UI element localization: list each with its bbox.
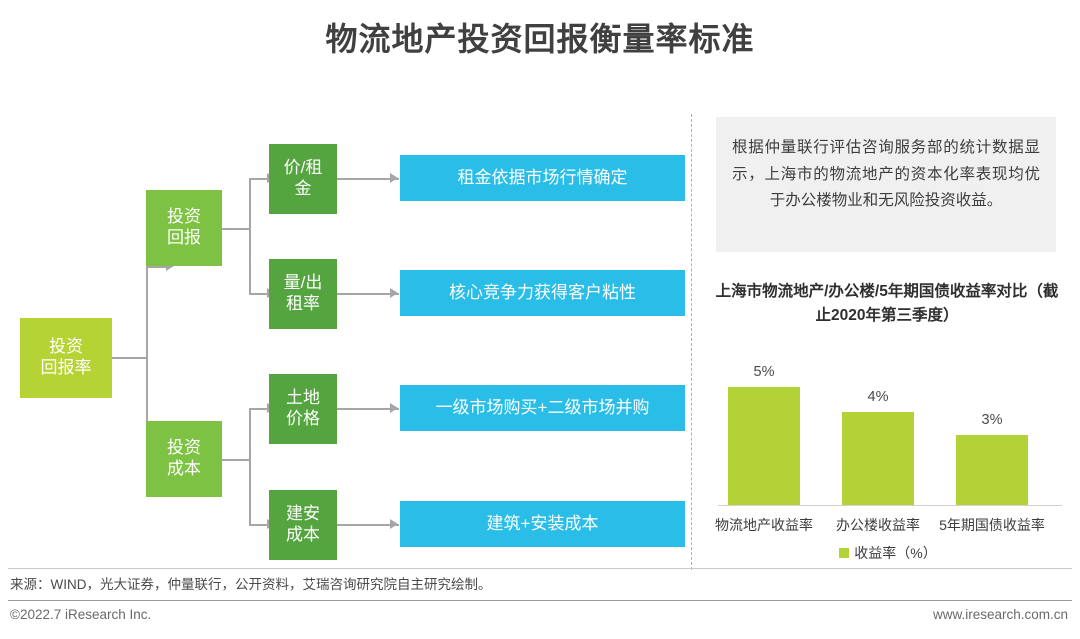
bar-value-3: 3% bbox=[981, 412, 1003, 428]
bar-category-3: 5年期国债收益率 bbox=[939, 517, 1045, 533]
flow-node-investment-cost[interactable]: 投资 成本 bbox=[146, 421, 222, 497]
bar-category-2: 办公楼收益率 bbox=[836, 517, 920, 533]
connector-lvl2a-split bbox=[249, 178, 251, 294]
copyright-text: ©2022.7 iResearch Inc. bbox=[10, 607, 152, 622]
connector-lvl2b-out bbox=[222, 459, 250, 461]
flow-node-price-rent-label: 价/租 金 bbox=[283, 158, 323, 198]
bar-value-2: 4% bbox=[867, 389, 889, 405]
flow-outcome-construction-cost-label: 建筑+安装成本 bbox=[486, 513, 599, 533]
flow-outcome-customer-stickiness-label: 核心竞争力获得客户粘性 bbox=[449, 282, 636, 302]
connector-build-to-outcome bbox=[337, 524, 399, 526]
connector-root-out bbox=[112, 357, 147, 359]
bar-chart: 5% 物流地产收益率 4% 办公楼收益率 3% 5年期国债收益率 收益率（%） bbox=[712, 340, 1064, 565]
note-text: 根据仲量联行评估咨询服务部的统计数据显示，上海市的物流地产的资本化率表现均优于办… bbox=[732, 139, 1040, 210]
flowchart: 投资 回报率 投资 回报 投资 成本 价/ bbox=[0, 100, 692, 570]
bar-2[interactable] bbox=[842, 412, 914, 505]
connector-lvl2b-to-land bbox=[249, 408, 269, 410]
flow-outcome-market-purchase[interactable]: 一级市场购买+二级市场并购 bbox=[400, 385, 685, 431]
arrow-to-lvl2-a bbox=[166, 261, 174, 271]
arrow-outcome-1 bbox=[390, 173, 398, 183]
connector-spine-vertical bbox=[146, 266, 148, 458]
bar-3[interactable] bbox=[956, 435, 1028, 505]
flow-node-land-price-label: 土地 价格 bbox=[286, 388, 320, 428]
flow-outcome-construction-cost[interactable]: 建筑+安装成本 bbox=[400, 501, 685, 547]
chart-baseline bbox=[718, 504, 1062, 506]
footer-divider-rule bbox=[8, 600, 1072, 602]
arrow-outcome-4 bbox=[390, 519, 398, 529]
flow-node-investment-return-label: 投资 回报 bbox=[167, 207, 201, 247]
connector-lvl2a-to-price bbox=[249, 178, 269, 180]
flow-outcome-rent-market-label: 租金依据市场行情确定 bbox=[457, 167, 628, 187]
right-panel: 根据仲量联行评估咨询服务部的统计数据显示，上海市的物流地产的资本化率表现均优于办… bbox=[700, 100, 1080, 570]
flow-node-volume-rate[interactable]: 量/出 租率 bbox=[269, 259, 337, 329]
chart-title: 上海市物流地产/办公楼/5年期国债收益率对比（截止2020年第三季度） bbox=[715, 283, 1059, 324]
flow-node-land-price[interactable]: 土地 价格 bbox=[269, 374, 337, 444]
flow-outcome-market-purchase-label: 一级市场购买+二级市场并购 bbox=[435, 397, 650, 417]
flow-node-build-cost-label: 建安 成本 bbox=[286, 504, 320, 544]
flow-node-root-label: 投资 回报率 bbox=[40, 337, 92, 377]
connector-price-to-outcome bbox=[337, 178, 399, 180]
connector-lvl2b-to-build bbox=[249, 524, 269, 526]
flow-node-build-cost[interactable]: 建安 成本 bbox=[269, 490, 337, 560]
arrow-outcome-3 bbox=[390, 403, 398, 413]
arrow-outcome-2 bbox=[390, 288, 398, 298]
legend-swatch-icon bbox=[839, 548, 850, 558]
connector-land-to-outcome bbox=[337, 408, 399, 410]
connector-lvl2b-split bbox=[249, 408, 251, 524]
connector-lvl2a-out bbox=[222, 228, 250, 230]
website-url: www.iresearch.com.cn bbox=[932, 607, 1068, 622]
source-note: 来源：WIND，光大证券，仲量联行，公开资料，艾瑞咨询研究院自主研究绘制。 bbox=[10, 577, 492, 592]
bar-value-1: 5% bbox=[753, 364, 775, 380]
connector-lvl2a-to-volume bbox=[249, 293, 269, 295]
flow-outcome-customer-stickiness[interactable]: 核心竞争力获得客户粘性 bbox=[400, 270, 685, 316]
flow-node-investment-return[interactable]: 投资 回报 bbox=[146, 190, 222, 266]
flow-node-root[interactable]: 投资 回报率 bbox=[20, 318, 112, 398]
page-title: 物流地产投资回报衡量率标准 bbox=[325, 21, 755, 57]
note-box: 根据仲量联行评估咨询服务部的统计数据显示，上海市的物流地产的资本化率表现均优于办… bbox=[716, 117, 1056, 252]
legend-label: 收益率（%） bbox=[854, 545, 937, 561]
bar-category-1: 物流地产收益率 bbox=[715, 517, 813, 533]
connector-volume-to-outcome bbox=[337, 293, 399, 295]
flow-outcome-rent-market[interactable]: 租金依据市场行情确定 bbox=[400, 155, 685, 201]
flow-node-investment-cost-label: 投资 成本 bbox=[167, 438, 201, 478]
vertical-dashed-divider bbox=[691, 114, 692, 570]
chart-legend: 收益率（%） bbox=[712, 543, 1064, 563]
connector-to-lvl2-a bbox=[146, 266, 168, 268]
flow-node-price-rent[interactable]: 价/租 金 bbox=[269, 144, 337, 214]
flow-node-volume-rate-label: 量/出 租率 bbox=[283, 273, 323, 313]
bar-1[interactable] bbox=[728, 387, 800, 505]
source-divider-rule bbox=[8, 568, 1072, 569]
